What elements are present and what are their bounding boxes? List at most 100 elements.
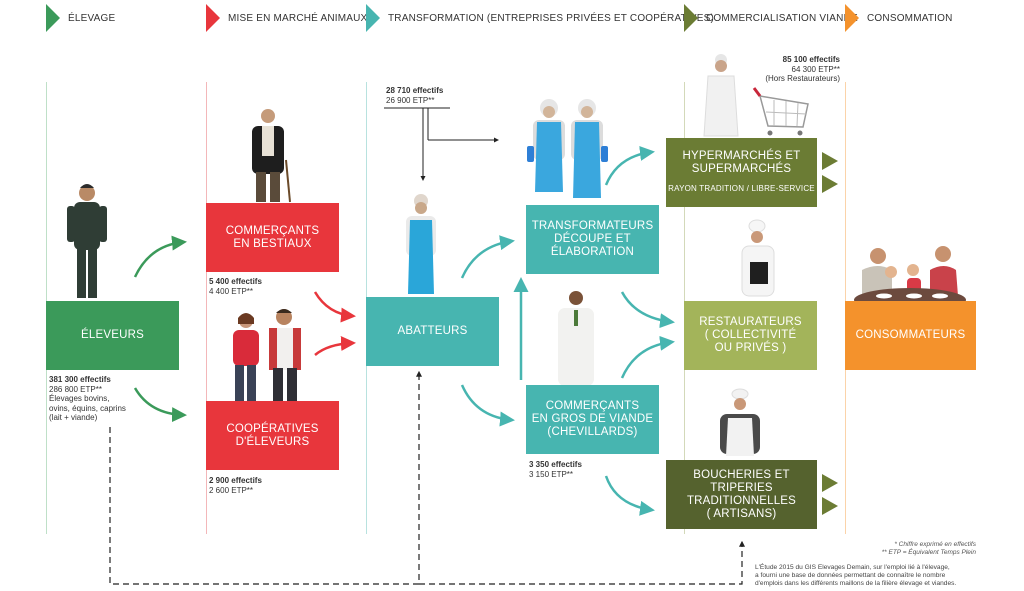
shopping-cart-icon	[752, 87, 809, 136]
abatteurs-box: ABATTEURS	[366, 297, 499, 366]
box-label-line: EN BESTIAUX	[233, 237, 312, 250]
commerce-stats: 85 100 effectifs 64 300 ETP** (Hors Rest…	[764, 55, 840, 84]
play-arrow-icon	[845, 4, 859, 32]
stat-detail: Élevages bovins,	[49, 394, 110, 403]
study-line: a fourni une base de données permettant …	[755, 572, 946, 579]
commercants-stats: 5 400 effectifs 4 400 ETP**	[209, 277, 262, 296]
effectifs-value: 381 300 effectifs	[49, 375, 111, 384]
stage-header-elevage: ÉLEVAGE	[46, 4, 115, 32]
flow-arrow	[604, 145, 655, 186]
box-label-line: SUPERMARCHÉS	[691, 163, 792, 175]
hypermarches-box: HYPERMARCHÉS ET SUPERMARCHÉS RAYON TRADI…	[666, 138, 817, 207]
stage-label: ÉLEVAGE	[68, 12, 116, 24]
box-label-line: HYPERMARCHÉS ET	[682, 150, 801, 162]
chef-figure	[741, 219, 775, 297]
box-label-line: EN GROS DE VIANDE	[531, 413, 654, 425]
play-arrow-icon	[822, 152, 838, 170]
flow-arrow	[604, 475, 655, 516]
stage-header-consommation: CONSOMMATION	[845, 4, 953, 32]
eleveurs-label: ÉLEVEURS	[81, 329, 144, 341]
box-label-line: BOUCHERIES ET TRIPERIES	[693, 468, 790, 494]
box-label-line: DÉCOUPE ET	[554, 233, 631, 245]
livestock-trader-figure	[252, 109, 291, 203]
stage-header-commercialisation: COMMERCIALISATION VIANDE	[684, 4, 858, 32]
play-arrow-icon	[206, 4, 220, 32]
stat-detail: ovins, équins, caprins	[49, 403, 126, 413]
flow-arrow	[133, 387, 187, 423]
abatteurs-stats: 28 710 effectifs 26 900 ETP**	[386, 86, 443, 105]
transformateurs-box: TRANSFORMATEURS DÉCOUPE ET ÉLABORATION	[526, 205, 659, 274]
box-label-line: COMMERÇANTS	[225, 224, 320, 237]
meat-processors-figure	[527, 99, 608, 198]
farmer-figure	[67, 184, 107, 298]
stage-label: CONSOMMATION	[867, 12, 953, 24]
stat-detail: (lait + viande)	[49, 413, 98, 422]
play-arrow-icon	[822, 497, 838, 515]
footnote: * Chiffre exprimé en effectifs ** ETP = …	[820, 541, 976, 557]
commercants-gros-box: COMMERÇANTS EN GROS DE VIANDE (CHEVILLAR…	[526, 385, 659, 454]
flow-arrow	[133, 235, 187, 278]
play-arrow-icon	[822, 175, 838, 193]
flow-arrow	[620, 335, 675, 379]
box-label-line: (CHEVILLARDS)	[547, 426, 638, 438]
box-label-line: ( COLLECTIVITÉ	[704, 329, 797, 341]
flow-arrow	[314, 335, 356, 356]
flow-arrow	[620, 291, 675, 329]
box-label-line: ( ARTISANS)	[706, 507, 777, 520]
stage-label: TRANSFORMATION (ENTREPRISES PRIVÉES ET C…	[388, 12, 715, 24]
box-label-line: TRADITIONNELLES	[686, 494, 797, 507]
effectifs-value: 2 900 effectifs	[209, 476, 262, 485]
restaurateurs-box: RESTAURATEURS ( COLLECTIVITÉ OU PRIVÉS )	[684, 301, 817, 370]
flow-arrow	[313, 291, 356, 323]
study-line: d'emplois dans les différents maillons d…	[755, 580, 957, 587]
play-arrow-icon	[684, 4, 698, 32]
etp-value: 26 900 ETP**	[386, 95, 435, 105]
wholesaler-figure	[558, 291, 594, 386]
box-label-line: ÉLABORATION	[550, 246, 635, 258]
study-note: L'Étude 2015 du GIS Elevages Demain, sur…	[755, 564, 977, 588]
column-divider	[206, 82, 207, 534]
effectifs-value: 5 400 effectifs	[209, 277, 262, 286]
box-sublabel: RAYON TRADITION / LIBRE-SERVICE	[668, 184, 815, 193]
box-label-line: COMMERÇANTS	[545, 400, 640, 412]
consommateurs-box: CONSOMMATEURS	[845, 301, 976, 370]
etp-value: 4 400 ETP**	[209, 286, 254, 296]
stat-detail: (Hors Restaurateurs)	[765, 74, 840, 83]
etp-value: 3 150 ETP**	[529, 469, 574, 479]
box-label-line: RESTAURATEURS	[699, 316, 802, 328]
stage-header-transformation: TRANSFORMATION (ENTREPRISES PRIVÉES ET C…	[366, 4, 714, 32]
footnote-effectifs: * Chiffre exprimé en effectifs	[894, 541, 976, 548]
butcher-figure	[720, 388, 760, 456]
etp-value: 2 600 ETP**	[209, 485, 254, 495]
flow-arrow	[460, 384, 515, 427]
footnote-etp: ** ETP = Équivalent Temps Plein	[881, 549, 976, 556]
etp-value: 286 800 ETP**	[49, 384, 102, 394]
commercants-bestiaux-box: COMMERÇANTS EN BESTIAUX	[206, 203, 339, 272]
slaughterhouse-worker-figure	[406, 194, 436, 294]
grossistes-stats: 3 350 effectifs 3 150 ETP**	[529, 460, 582, 479]
play-arrow-icon	[46, 4, 60, 32]
play-arrow-icon	[822, 474, 838, 492]
cooperatives-box: COOPÉRATIVES D'ÉLEVEURS	[206, 401, 339, 470]
study-line: L'Étude 2015 du GIS Elevages Demain, sur…	[755, 564, 950, 571]
supermarket-clerk-figure	[703, 54, 739, 137]
boucheries-box: BOUCHERIES ET TRIPERIES TRADITIONNELLES …	[666, 460, 817, 529]
eleveurs-stats: 381 300 effectifs 286 800 ETP** Élevages…	[49, 375, 126, 423]
box-label-line: COOPÉRATIVES	[226, 422, 319, 435]
effectifs-value: 85 100 effectifs	[782, 55, 840, 64]
flow-arrow	[460, 235, 515, 279]
eleveurs-box: ÉLEVEURS	[46, 301, 179, 370]
etp-value: 64 300 ETP**	[791, 64, 840, 74]
cooperative-members-figure	[233, 309, 301, 402]
stage-label: COMMERCIALISATION VIANDE	[706, 12, 858, 24]
box-label-line: TRANSFORMATEURS	[531, 220, 654, 232]
box-label-line: D'ÉLEVEURS	[235, 435, 310, 448]
effectifs-value: 3 350 effectifs	[529, 460, 582, 469]
play-arrow-icon	[366, 4, 380, 32]
box-label-line: OU PRIVÉS )	[714, 342, 787, 354]
stage-label: MISE EN MARCHÉ ANIMAUX	[228, 12, 368, 24]
consommateurs-label: CONSOMMATEURS	[855, 329, 966, 341]
abatteurs-label: ABATTEURS	[397, 325, 468, 337]
effectifs-value: 28 710 effectifs	[386, 86, 444, 95]
